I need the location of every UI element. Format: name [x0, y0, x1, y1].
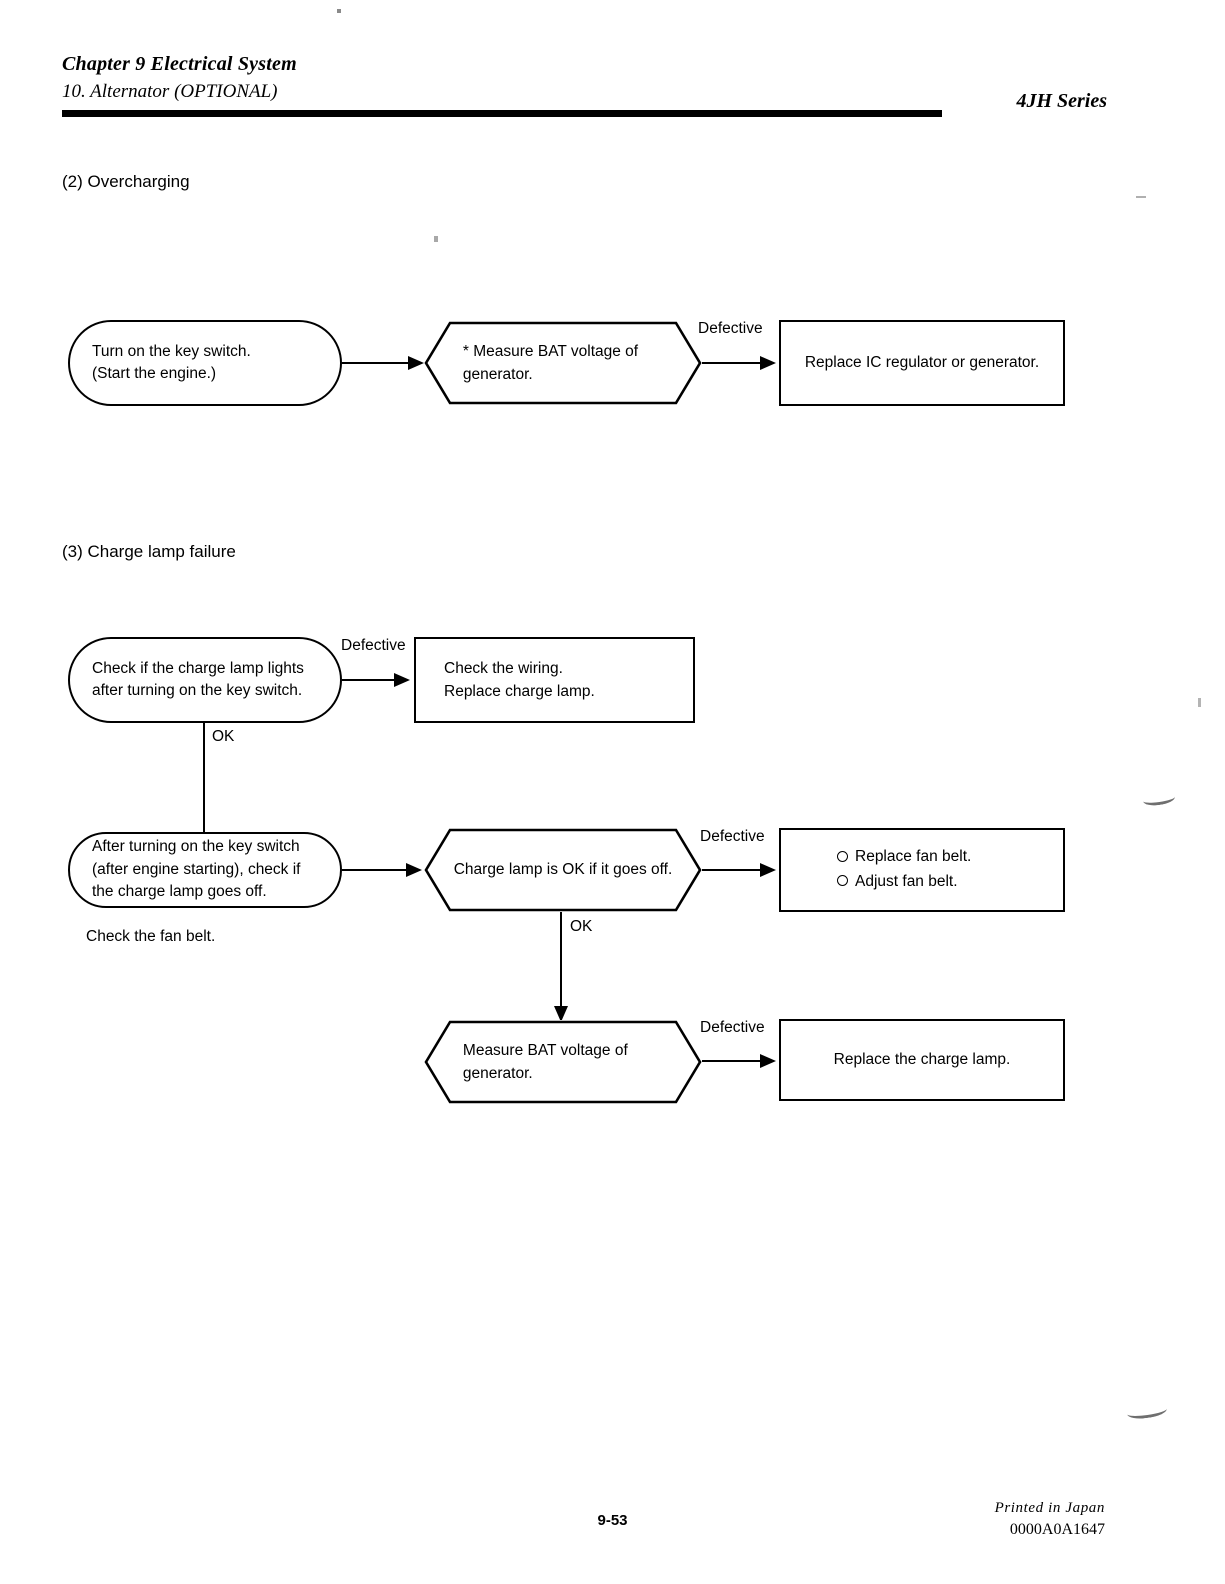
flow-start-line2: (Start the engine.): [92, 365, 217, 382]
flow-decision3-line1: Measure BAT voltage of: [462, 1041, 628, 1059]
bullet-circle-icon: [837, 850, 848, 862]
flow-decision-charge-lamp-ok: Charge lamp is OK if it goes off.: [424, 828, 702, 912]
connector-check1-ok: [203, 723, 205, 833]
flow-check-charge-lamp-lights: Check if the charge lamp lights after tu…: [68, 637, 342, 723]
arrowhead-decision3-to-replace-lamp: [760, 1054, 776, 1068]
fan-belt-item-label: Adjust fan belt.: [855, 873, 958, 890]
arrowhead-check2-to-decision2: [406, 863, 422, 877]
header-section-title: 10. Alternator (OPTIONAL): [62, 81, 278, 102]
arrowhead-start-to-measure: [408, 356, 424, 370]
connector-decision2-ok: [560, 912, 562, 1012]
footer-page-number: 9-53: [597, 1512, 628, 1529]
edge-label-ok: OK: [212, 728, 235, 745]
connector-check2-to-decision2: [342, 869, 414, 871]
arrowhead-check1-to-wiring: [394, 673, 410, 687]
flow-decision3-line2: generator.: [462, 1065, 533, 1082]
connector-measure-to-replace: [702, 362, 764, 364]
flow-decision-measure-bat-voltage: * Measure BAT voltage of generator.: [424, 321, 702, 405]
flow-decision-line1: * Measure BAT voltage of: [462, 342, 639, 360]
flow-check1-line1: Check if the charge lamp lights: [92, 659, 304, 677]
scan-speck: [337, 9, 341, 13]
connector-decision2-to-fanbelt: [702, 869, 764, 871]
flow-decision-measure-bat-voltage-2: Measure BAT voltage of generator.: [424, 1020, 702, 1104]
connector-start-to-measure: [342, 362, 414, 364]
flow-decision2-text: Charge lamp is OK if it goes off.: [453, 861, 673, 879]
footer-document-code: 0000A0A1647: [1009, 1521, 1105, 1538]
flow-action-replace-charge-lamp: Replace the charge lamp.: [779, 1019, 1065, 1101]
flow-check2-line2: (after engine starting), check if: [92, 860, 301, 878]
edge-label-defective: Defective: [700, 1019, 765, 1036]
edge-label-ok: OK: [570, 918, 593, 935]
flow-decision-line2: generator.: [462, 366, 533, 383]
scan-speck: [434, 236, 438, 242]
connector-check1-to-wiring: [342, 679, 398, 681]
connector-decision3-to-replace-lamp: [702, 1060, 764, 1062]
footer-printed-in: Printed in Japan: [994, 1500, 1105, 1516]
edge-label-defective: Defective: [700, 828, 765, 845]
section-heading-overcharging: (2) Overcharging: [62, 172, 190, 191]
flow-action-fan-belt: Replace fan belt. Adjust fan belt.: [779, 828, 1065, 912]
flow-check-charge-lamp-goes-off: After turning on the key switch (after e…: [68, 832, 342, 908]
scan-smudge: [1142, 790, 1176, 808]
flow-check1-line2: after turning on the key switch.: [92, 682, 303, 699]
scan-speck: [1136, 196, 1146, 198]
flow-action-text: Replace IC regulator or generator.: [804, 354, 1040, 372]
flow-action1-line1: Check the wiring.: [444, 659, 563, 677]
arrowhead-decision2-ok: [554, 1006, 568, 1022]
edge-label-defective: Defective: [698, 320, 763, 337]
caption-check-fan-belt: Check the fan belt.: [86, 928, 216, 945]
section-heading-charge-lamp-failure: (3) Charge lamp failure: [62, 542, 236, 561]
fan-belt-item: Adjust fan belt.: [837, 870, 971, 895]
flow-action-check-wiring: Check the wiring. Replace charge lamp.: [414, 637, 695, 723]
flow-action1-line2: Replace charge lamp.: [444, 683, 595, 700]
bullet-circle-icon: [837, 875, 848, 887]
flow-start-line1: Turn on the key switch.: [92, 342, 251, 360]
header-rule: [62, 110, 942, 117]
flow-check2-line3: the charge lamp goes off.: [92, 883, 267, 901]
arrowhead-decision2-to-fanbelt: [760, 863, 776, 877]
flow-action-replace-ic-regulator: Replace IC regulator or generator.: [779, 320, 1065, 406]
arrowhead-measure-to-replace: [760, 356, 776, 370]
flow-check2-line1: After turning on the key switch: [92, 838, 300, 856]
edge-label-defective: Defective: [341, 637, 406, 654]
header-chapter-title: Chapter 9 Electrical System: [62, 53, 297, 75]
scan-speck: [1198, 698, 1201, 707]
scan-smudge: [1126, 1402, 1168, 1421]
fan-belt-item-label: Replace fan belt.: [855, 848, 972, 866]
flow-start-turn-on-key-switch: Turn on the key switch. (Start the engin…: [68, 320, 342, 406]
flow-action3-text: Replace the charge lamp.: [833, 1051, 1011, 1069]
header-series-label: 4JH Series: [1016, 90, 1107, 112]
fan-belt-item: Replace fan belt.: [837, 845, 971, 870]
